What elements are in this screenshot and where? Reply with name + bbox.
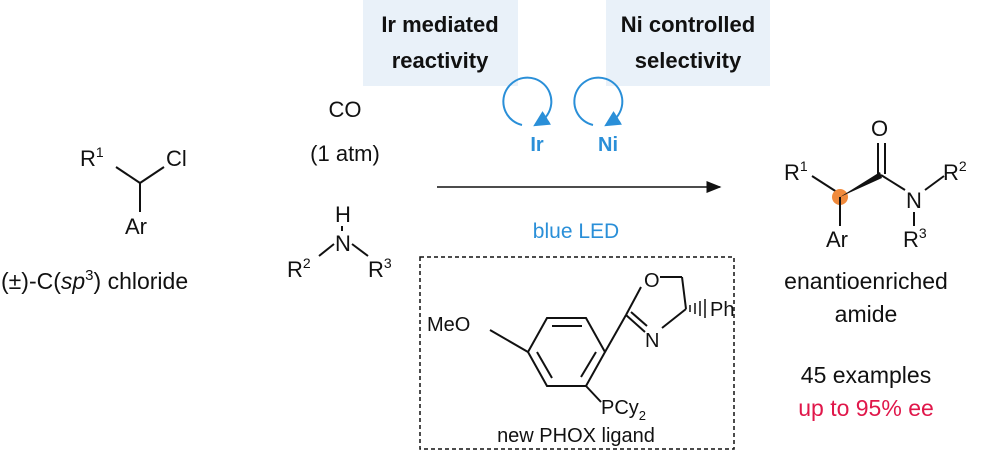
ir-box-line2: reactivity	[392, 48, 489, 73]
substrate-ar: Ar	[125, 214, 147, 239]
co-reagent: CO	[329, 97, 362, 122]
product-r3: R3	[903, 225, 927, 252]
co-pressure: (1 atm)	[310, 141, 380, 166]
product-ar: Ar	[826, 227, 848, 252]
substrate-label: (±)-C(sp3) chloride	[1, 267, 188, 294]
wedge-bond	[840, 172, 882, 197]
amine-h: H	[335, 202, 351, 227]
ir-reactivity-box: Ir mediated reactivity	[363, 0, 518, 86]
ni-box-line1: Ni controlled	[621, 12, 755, 37]
amine-structure: H N R2 R3	[287, 202, 392, 282]
product-structure: R1 Ar O N R2 R3 enantioenriched amide	[784, 116, 967, 327]
product-r1: R1	[784, 158, 808, 185]
substrate-structure: R1 Cl Ar (±)-C(sp3) chloride	[1, 144, 188, 294]
ir-cycle: Ir	[502, 76, 553, 156]
ni-cycle: Ni	[573, 76, 624, 156]
hashed-wedge	[689, 299, 706, 318]
product-n: N	[906, 188, 922, 213]
amine-n: N	[335, 231, 351, 256]
ligand-pcy2: PCy2	[601, 397, 646, 423]
blue-led-condition: blue LED	[533, 220, 619, 243]
ligand-o: O	[644, 270, 660, 292]
ni-label: Ni	[598, 134, 618, 156]
substrate-r1: R1	[80, 144, 104, 171]
product-label-line1: enantioenriched	[784, 268, 948, 294]
ir-label: Ir	[530, 134, 544, 156]
ligand-n: N	[645, 330, 659, 352]
product-label-line2: amide	[835, 301, 898, 327]
product-r2: R2	[943, 158, 967, 185]
amine-r3: R3	[368, 255, 392, 282]
ni-cycle-arrow-icon	[573, 76, 624, 127]
product-o: O	[871, 116, 888, 141]
examples-count: 45 examples	[801, 362, 931, 388]
ee-result: up to 95% ee	[798, 395, 934, 421]
ligand-ph: Ph	[710, 299, 734, 321]
ligand-box: MeO PCy2 O N Ph new PHOX ligand	[419, 256, 735, 450]
substrate-cl: Cl	[166, 146, 187, 171]
ligand-name: new PHOX ligand	[497, 425, 655, 447]
ir-box-line1: Ir mediated	[381, 12, 498, 37]
ligand-meo: MeO	[427, 314, 470, 336]
ni-box-line2: selectivity	[635, 48, 742, 73]
ir-cycle-arrow-icon	[502, 76, 553, 127]
amine-r2: R2	[287, 255, 311, 282]
ni-selectivity-box: Ni controlled selectivity	[606, 0, 770, 86]
